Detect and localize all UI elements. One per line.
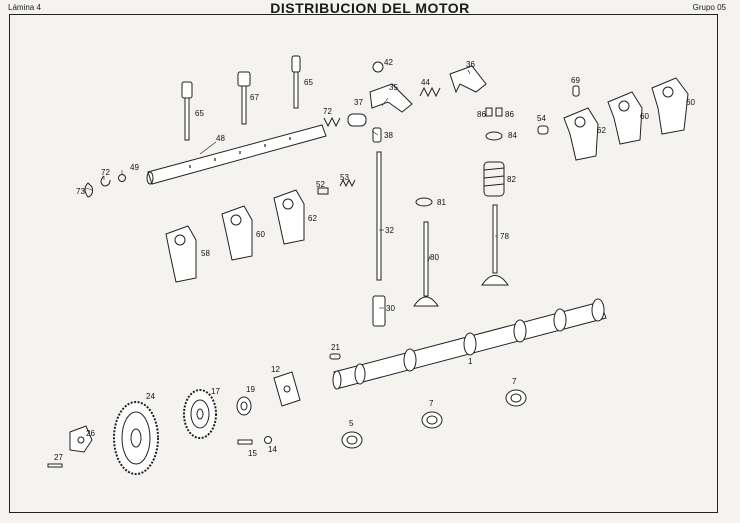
callout-48: 48 [216,134,225,143]
part-timing-gears [113,389,217,475]
part-camshaft-bearings [341,389,527,449]
part-rocker-supports-left [165,189,305,283]
callout-36: 36 [466,60,475,69]
callout-24: 24 [146,392,155,401]
page-title: DISTRIBUCION DEL MOTOR [270,0,470,16]
part-small-hardware [47,371,301,468]
callout-72: 72 [101,168,110,177]
callout-5: 5 [349,419,354,428]
callout-42: 42 [384,58,393,67]
callout-32: 32 [385,226,394,235]
part-valves [413,204,509,307]
part-valve-spring-set [415,107,505,207]
callout-58: 58 [201,249,210,258]
callout-62: 62 [308,214,317,223]
callout-60c: 60 [686,98,695,107]
part-circlip [84,174,126,198]
callout-72b: 72 [323,107,332,116]
sheet-number: Lámina 4 [8,3,41,12]
part-pushrod [372,151,386,327]
callout-19: 19 [246,385,255,394]
callout-81: 81 [437,198,446,207]
callout-labels: 1 5 7 7 12 14 15 17 19 21 24 26 27 30 32… [54,58,695,462]
callout-14: 14 [268,445,277,454]
callout-21: 21 [331,343,340,352]
callout-7b: 7 [512,377,517,386]
callout-12: 12 [271,365,280,374]
callout-86: 86 [477,110,486,119]
callout-44: 44 [421,78,430,87]
part-rocker-arms [369,61,487,113]
callout-37: 37 [354,98,363,107]
group-number: Grupo 05 [692,3,726,12]
part-camshaft [332,298,607,390]
callout-17: 17 [211,387,220,396]
callout-84: 84 [508,131,517,140]
callout-35: 35 [389,83,398,92]
callout-86b: 86 [505,110,514,119]
part-springs-bushings [323,113,382,143]
drawing-frame [9,14,718,513]
callout-38: 38 [384,131,393,140]
callout-53: 53 [340,173,349,182]
callout-69: 69 [571,76,580,85]
leader-lines [85,69,497,309]
callout-52: 52 [316,180,325,189]
callout-62b: 62 [597,126,606,135]
part-adjusting-screw [317,178,356,195]
callout-65b: 65 [304,78,313,87]
part-rocker-supports-right [537,77,689,161]
callout-54: 54 [537,114,546,123]
callout-49: 49 [130,163,139,172]
callout-30: 30 [386,304,395,313]
callout-27: 27 [54,453,63,462]
callout-15: 15 [248,449,257,458]
callout-67: 67 [250,93,259,102]
callout-7: 7 [429,399,434,408]
callout-60b: 60 [640,112,649,121]
callout-80: 80 [430,253,439,262]
callout-1: 1 [468,357,473,366]
callout-60: 60 [256,230,265,239]
callout-65: 65 [195,109,204,118]
callout-26: 26 [86,429,95,438]
part-rocker-shaft [146,124,327,185]
part-support-bolts [181,55,301,141]
callout-73: 73 [76,187,85,196]
part-key [329,353,341,360]
callout-82: 82 [507,175,516,184]
callout-78: 78 [500,232,509,241]
